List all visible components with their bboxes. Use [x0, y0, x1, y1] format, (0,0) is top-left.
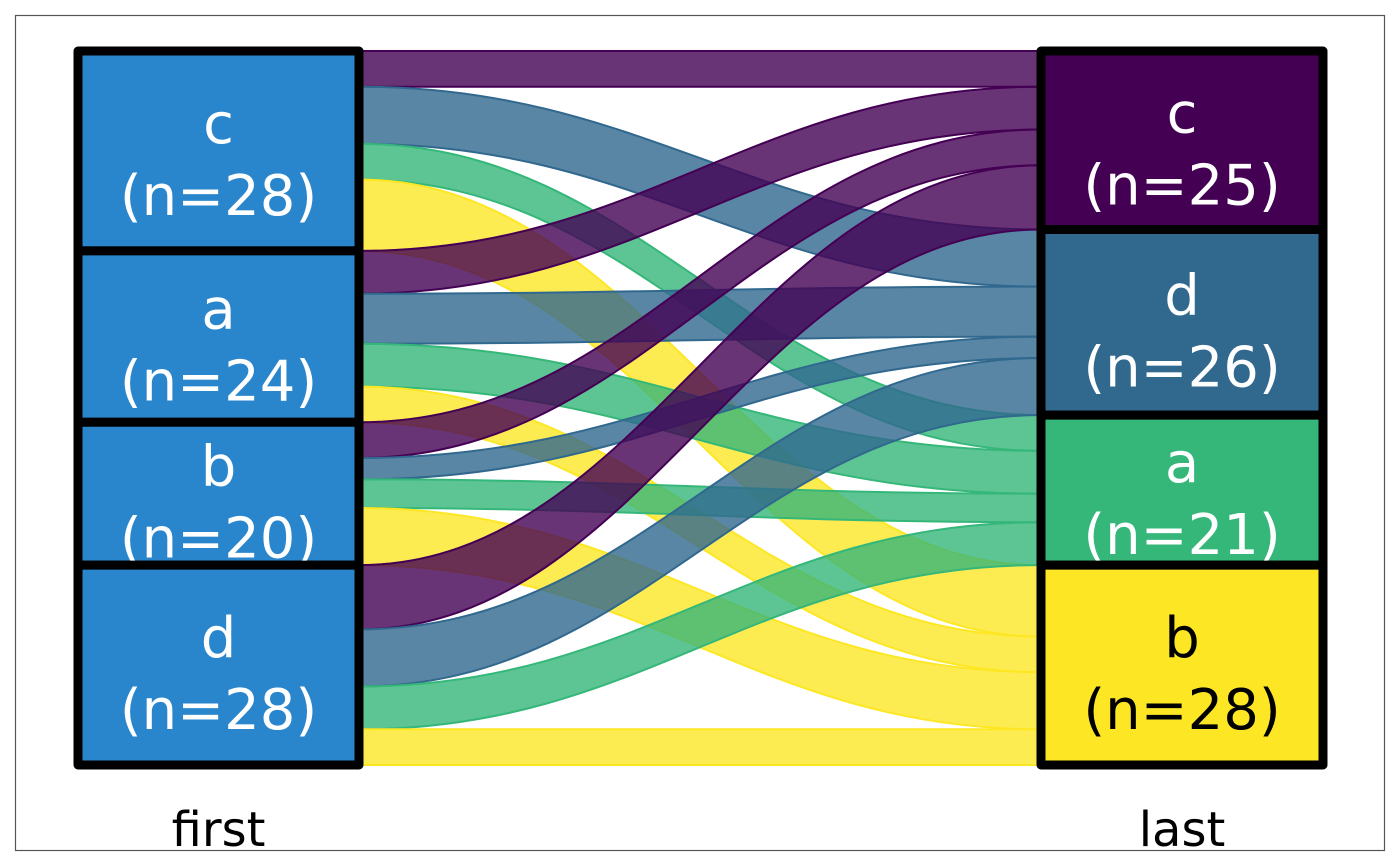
last-node-d-count: (n=26) [1083, 335, 1280, 400]
axis-label-last: last [1139, 802, 1226, 858]
last-node-a-name: a [1165, 431, 1199, 496]
plot-frame [14, 14, 1386, 852]
last-node-d-name: d [1164, 263, 1200, 328]
last-node-c-count: (n=25) [1083, 153, 1280, 218]
first-node-c-name: c [203, 92, 234, 157]
last-node-c-name: c [1167, 81, 1198, 146]
first-node-a: a (n=24) [73, 246, 364, 427]
last-node-b-count: (n=28) [1083, 678, 1280, 743]
last-node-b-name: b [1164, 606, 1200, 671]
first-node-b-name: b [201, 435, 237, 500]
axis-label-first: first [172, 802, 266, 858]
first-node-c-box [73, 46, 364, 256]
last-node-a: a (n=21) [1036, 410, 1328, 570]
first-node-d: d (n=28) [73, 560, 364, 770]
axis-labels: first last [172, 802, 1226, 858]
nodes: c (n=28) a (n=24)b(n=20) d (n=28) c (n=25) d (n=2… [73, 46, 1328, 770]
flow-d-to-b [358, 728, 1042, 767]
first-node-a-count: (n=24) [120, 350, 317, 415]
last-node-d: d (n=26) [1036, 225, 1328, 420]
last-node-b-box [1036, 560, 1328, 770]
first-node-d-count: (n=28) [120, 678, 317, 743]
flows [358, 49, 1042, 767]
last-node-a-count: (n=21) [1083, 503, 1280, 568]
first-node-d-box [73, 560, 364, 770]
first-node-c-count: (n=28) [120, 164, 317, 229]
first-node-b: b(n=20) [73, 417, 364, 572]
first-node-a-name: a [201, 278, 235, 343]
flow-c-to-c [358, 49, 1042, 88]
first-node-d-name: d [201, 606, 237, 671]
first-node-a-box [73, 246, 364, 427]
last-node-b: b (n=28) [1036, 560, 1328, 770]
last-node-c: c (n=25) [1036, 46, 1328, 234]
last-node-c-box [1036, 46, 1328, 234]
first-node-c: c (n=28) [73, 46, 364, 256]
